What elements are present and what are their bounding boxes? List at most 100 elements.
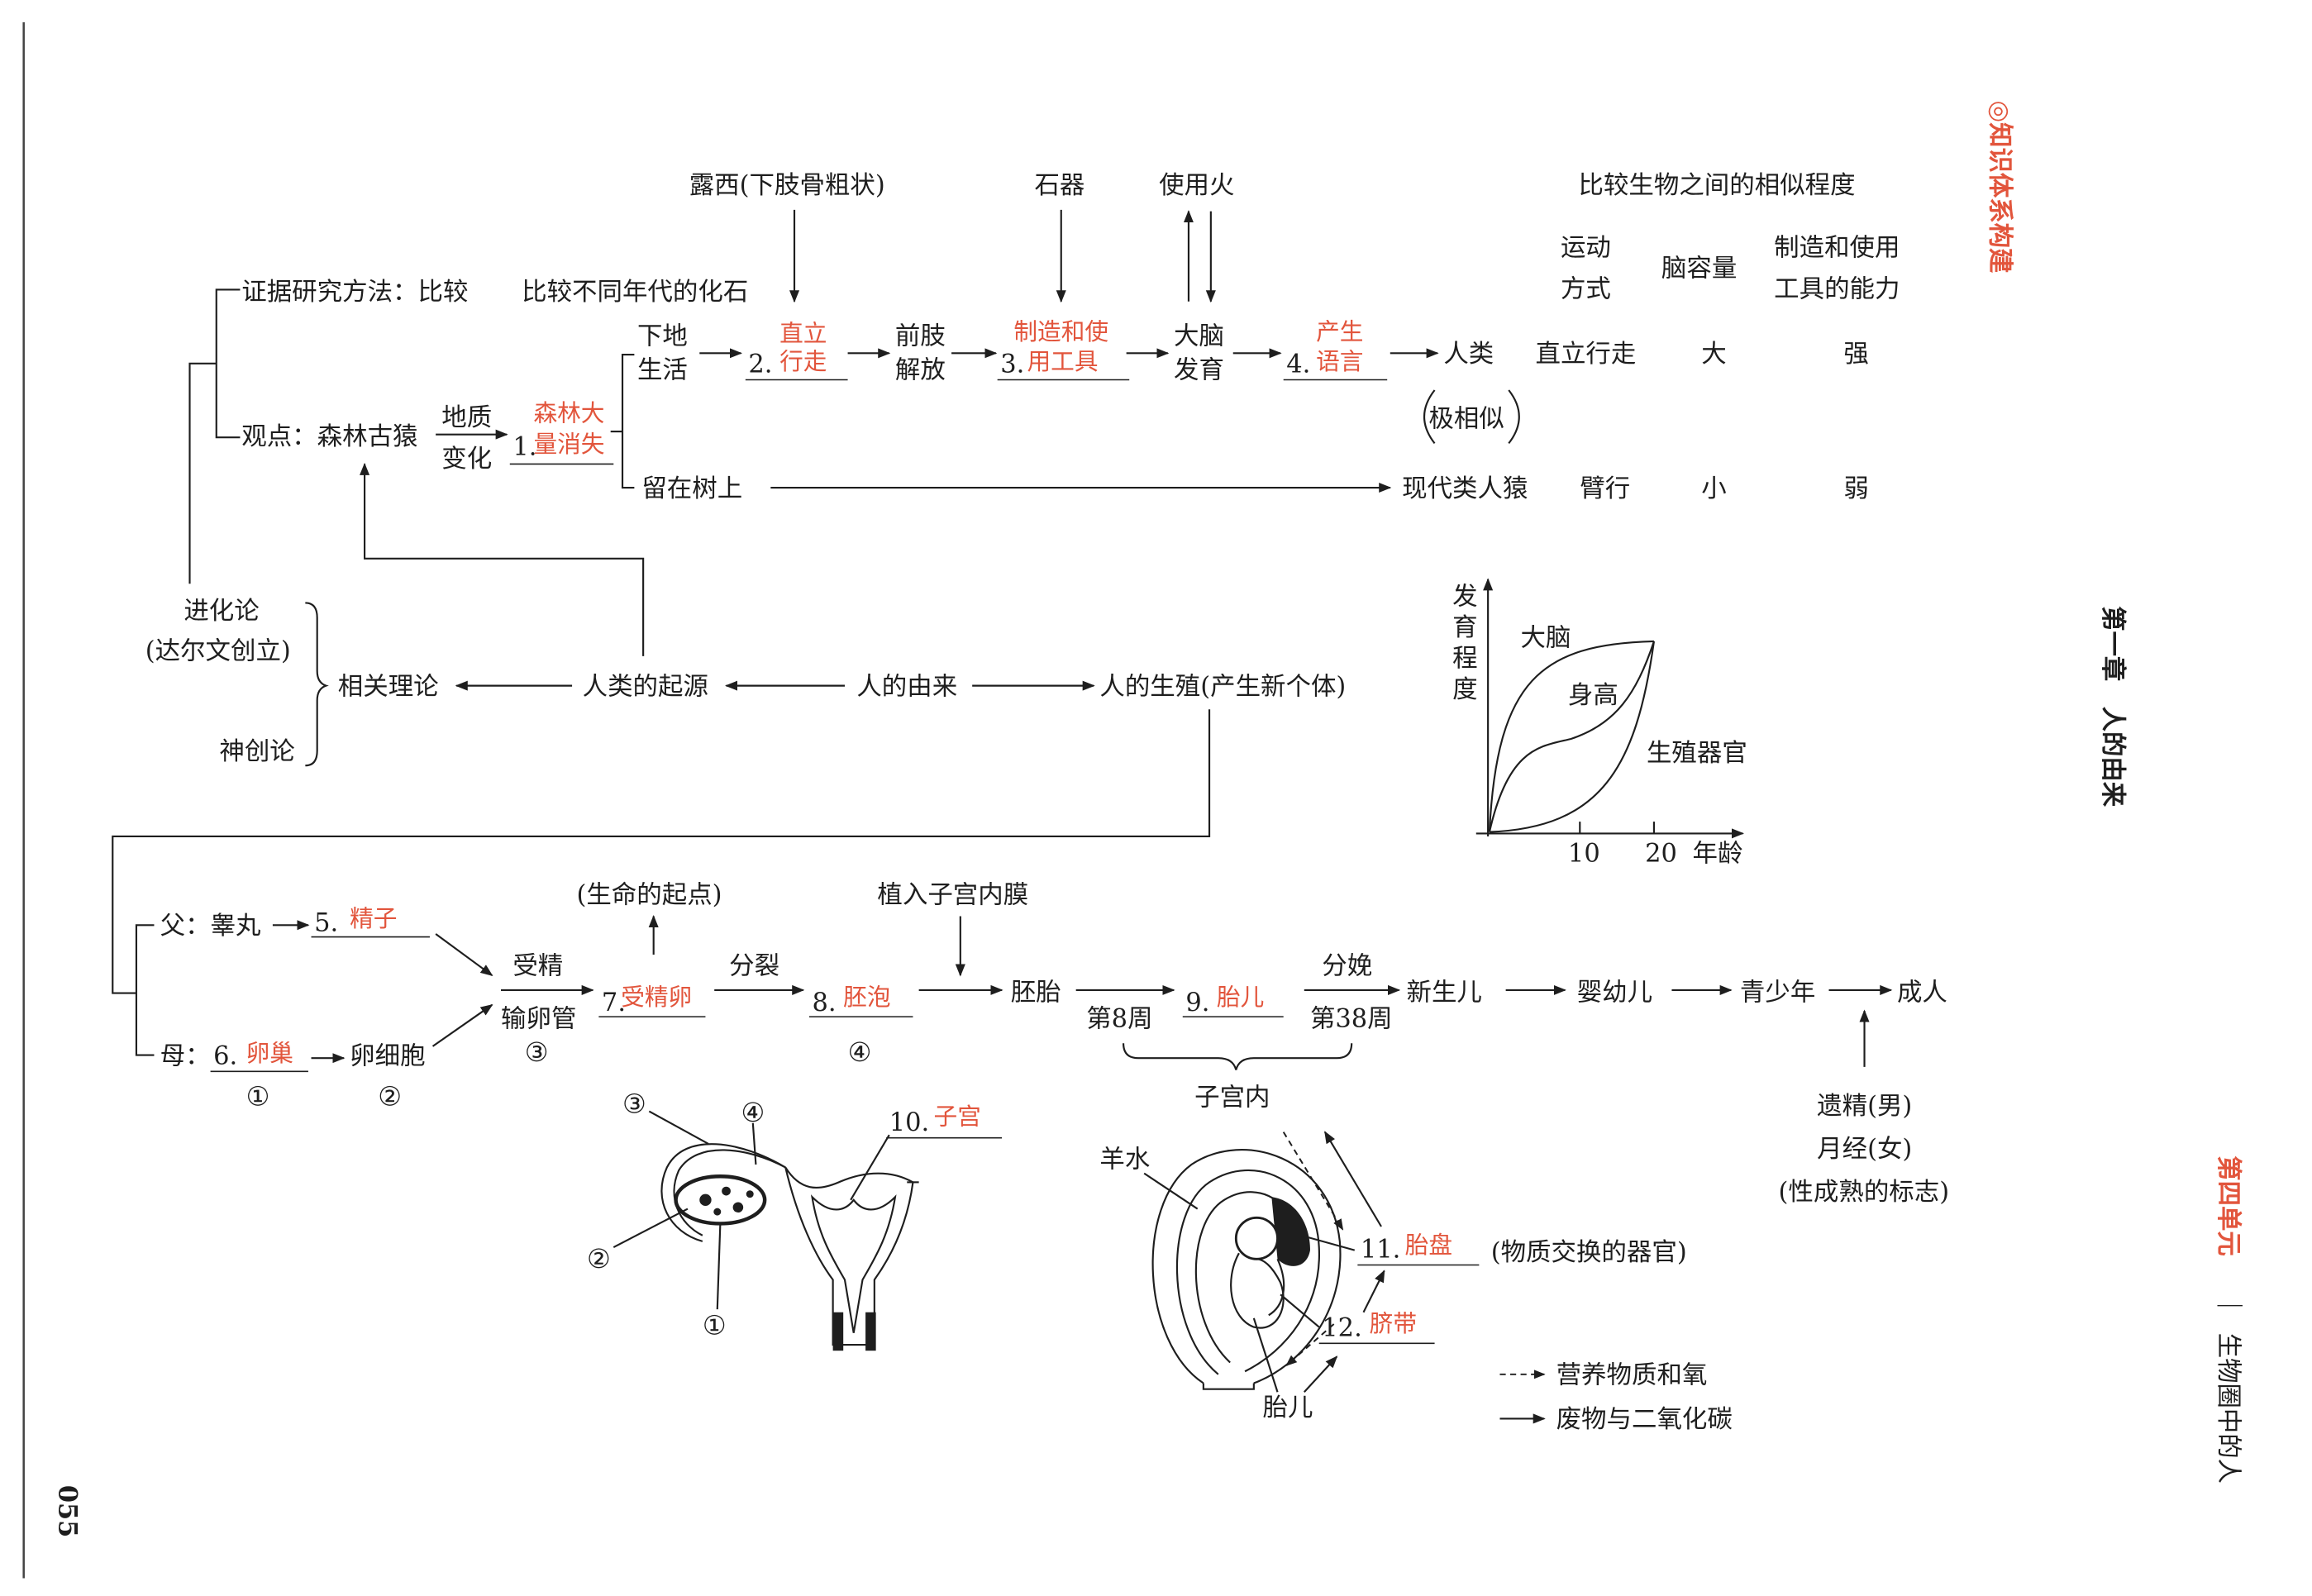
- chapter-title: 第一章 人的由来: [2098, 606, 2128, 808]
- lucy-label: 露西(下肢骨粗状): [689, 171, 885, 200]
- unit-separator: ｜: [2214, 1293, 2243, 1317]
- anatomy-circle-3: ③: [622, 1088, 646, 1119]
- circle-1-ovary: ①: [246, 1080, 270, 1112]
- oviduct-label: 输卵管: [501, 1005, 576, 1034]
- division-label: 分裂: [729, 951, 779, 980]
- blank8-answer: 胚泡: [843, 983, 890, 1011]
- blank5-number: 5.: [314, 908, 338, 937]
- teen-label: 青少年: [1740, 978, 1815, 1007]
- fertilization-label: 受精: [512, 951, 563, 980]
- blank3-number: 3.: [1000, 350, 1024, 379]
- reproduction-label: 人的生殖(产生新个体): [1099, 672, 1346, 701]
- related-theory: 相关理论: [338, 672, 439, 701]
- forelimb-l1: 前肢: [895, 322, 946, 351]
- in-uterus-label: 子宫内: [1194, 1083, 1270, 1112]
- blank9-number: 9.: [1185, 989, 1209, 1017]
- blank11-answer: 胎盘: [1405, 1231, 1452, 1259]
- implant-label: 植入子宫内膜: [877, 880, 1028, 909]
- unit-label: 第四单元: [2214, 1155, 2243, 1256]
- blank1-answer-line2: 量消失: [533, 430, 604, 458]
- week38-label: 第38周: [1310, 1005, 1393, 1034]
- legend-solid-label: 废物与二氧化碳: [1556, 1405, 1733, 1434]
- modern-ape-label: 现代类人猿: [1402, 474, 1528, 503]
- anatomy-circle-4: ④: [741, 1097, 765, 1128]
- ape-movement: 臂行: [1580, 474, 1630, 503]
- stay-tree-label: 留在树上: [641, 474, 742, 503]
- compare-col1-l1: 运动: [1561, 233, 1611, 262]
- brain-l1: 大脑: [1174, 322, 1224, 351]
- blank6-answer: 卵巢: [246, 1039, 293, 1067]
- section-title: ◎知识体系构建: [1985, 101, 2015, 274]
- blank3-answer-l2: 用工具: [1027, 347, 1099, 375]
- tick-label-20: 20: [1645, 839, 1677, 868]
- blank10-answer: 子宫: [934, 1103, 981, 1131]
- ape-brain: 小: [1701, 474, 1726, 503]
- puberty-note: (性成熟的标志): [1779, 1178, 1950, 1207]
- anatomy-circle-2: ②: [587, 1243, 611, 1274]
- forelimb-l2: 解放: [895, 356, 946, 385]
- blank10-number: 10.: [889, 1108, 929, 1137]
- mother-label: 母：: [160, 1041, 211, 1070]
- blank11-number: 11.: [1361, 1236, 1400, 1265]
- human-movement: 直立行走: [1535, 340, 1636, 369]
- blank4-number: 4.: [1286, 350, 1310, 379]
- anatomy-circle-1: ①: [703, 1310, 727, 1341]
- origin-of-humans: 人类的起源: [583, 672, 708, 701]
- evolution-theory-l2: (达尔文创立): [145, 636, 291, 665]
- father-label: 父：睾丸: [160, 912, 261, 941]
- curve-label-height: 身高: [1568, 681, 1618, 710]
- blank7-answer: 受精卵: [621, 983, 692, 1011]
- down-ground-l1: 下地: [637, 322, 688, 351]
- similar-label: 极相似: [1428, 405, 1504, 434]
- placenta-note: (物质交换的器官): [1491, 1238, 1687, 1267]
- puberty-female: 月经(女): [1817, 1135, 1912, 1164]
- ape-tools: 弱: [1843, 474, 1868, 503]
- geo-change-top: 地质: [441, 403, 492, 432]
- compare-col2: 脑容量: [1661, 254, 1737, 283]
- unit-name: 生物圈中的人: [2214, 1333, 2243, 1484]
- compare-title: 比较生物之间的相似程度: [1578, 171, 1855, 200]
- chart-ylabel-char-2: 育: [1452, 613, 1477, 642]
- blank1-answer-line1: 森林大: [533, 399, 604, 427]
- down-ground-l2: 生活: [637, 356, 688, 385]
- human-origin-center: 人的由来: [856, 672, 957, 701]
- blank5-answer: 精子: [350, 904, 397, 932]
- fossil-compare: 比较不同年代的化石: [522, 278, 748, 307]
- blank2-answer-l2: 行走: [779, 347, 827, 375]
- fetus-label: 胎儿: [1263, 1394, 1313, 1422]
- chart-xlabel: 年龄: [1693, 839, 1743, 868]
- circle-4-blast: ④: [848, 1036, 872, 1068]
- fire-label: 使用火: [1159, 171, 1234, 200]
- compare-col3-l2: 工具的能力: [1774, 274, 1900, 303]
- blank4-answer-l1: 产生: [1316, 317, 1363, 345]
- blank3-answer-l1: 制造和使: [1013, 317, 1108, 345]
- evolution-theory-l1: 进化论: [184, 597, 259, 626]
- geo-change-bottom: 变化: [441, 445, 492, 474]
- blank12-answer: 脐带: [1370, 1309, 1417, 1337]
- blank4-answer-l2: 语言: [1316, 347, 1363, 375]
- egg-cell-label: 卵细胞: [350, 1041, 425, 1070]
- left-ovary: [676, 1176, 765, 1223]
- embryo-label: 胚胎: [1011, 978, 1061, 1007]
- chart-ylabel-char-1: 发: [1452, 582, 1477, 611]
- curve-label-organs: 生殖器官: [1647, 739, 1747, 768]
- blank9-answer: 胎儿: [1217, 983, 1264, 1011]
- puberty-male: 遗精(男): [1817, 1092, 1912, 1121]
- week8-label: 第8周: [1086, 1005, 1152, 1034]
- tick-label-10: 10: [1568, 839, 1600, 868]
- page-number: 055: [53, 1485, 83, 1537]
- human-tools: 强: [1843, 340, 1868, 369]
- compare-col3-l1: 制造和使用: [1774, 233, 1900, 262]
- amniotic-label: 羊水: [1099, 1146, 1150, 1174]
- chart-ylabel-char-3: 程: [1452, 644, 1477, 673]
- human-brain: 大: [1701, 340, 1726, 369]
- birth-label: 分娩: [1322, 951, 1372, 980]
- legend-dashed-label: 营养物质和氧: [1556, 1361, 1708, 1390]
- circle-2-egg: ②: [378, 1080, 402, 1112]
- blank8-number: 8.: [813, 989, 837, 1017]
- blank2-answer-l1: 直立: [779, 319, 827, 347]
- compare-col1-l2: 方式: [1561, 274, 1611, 303]
- evidence-label: 证据研究方法：比较: [241, 278, 468, 307]
